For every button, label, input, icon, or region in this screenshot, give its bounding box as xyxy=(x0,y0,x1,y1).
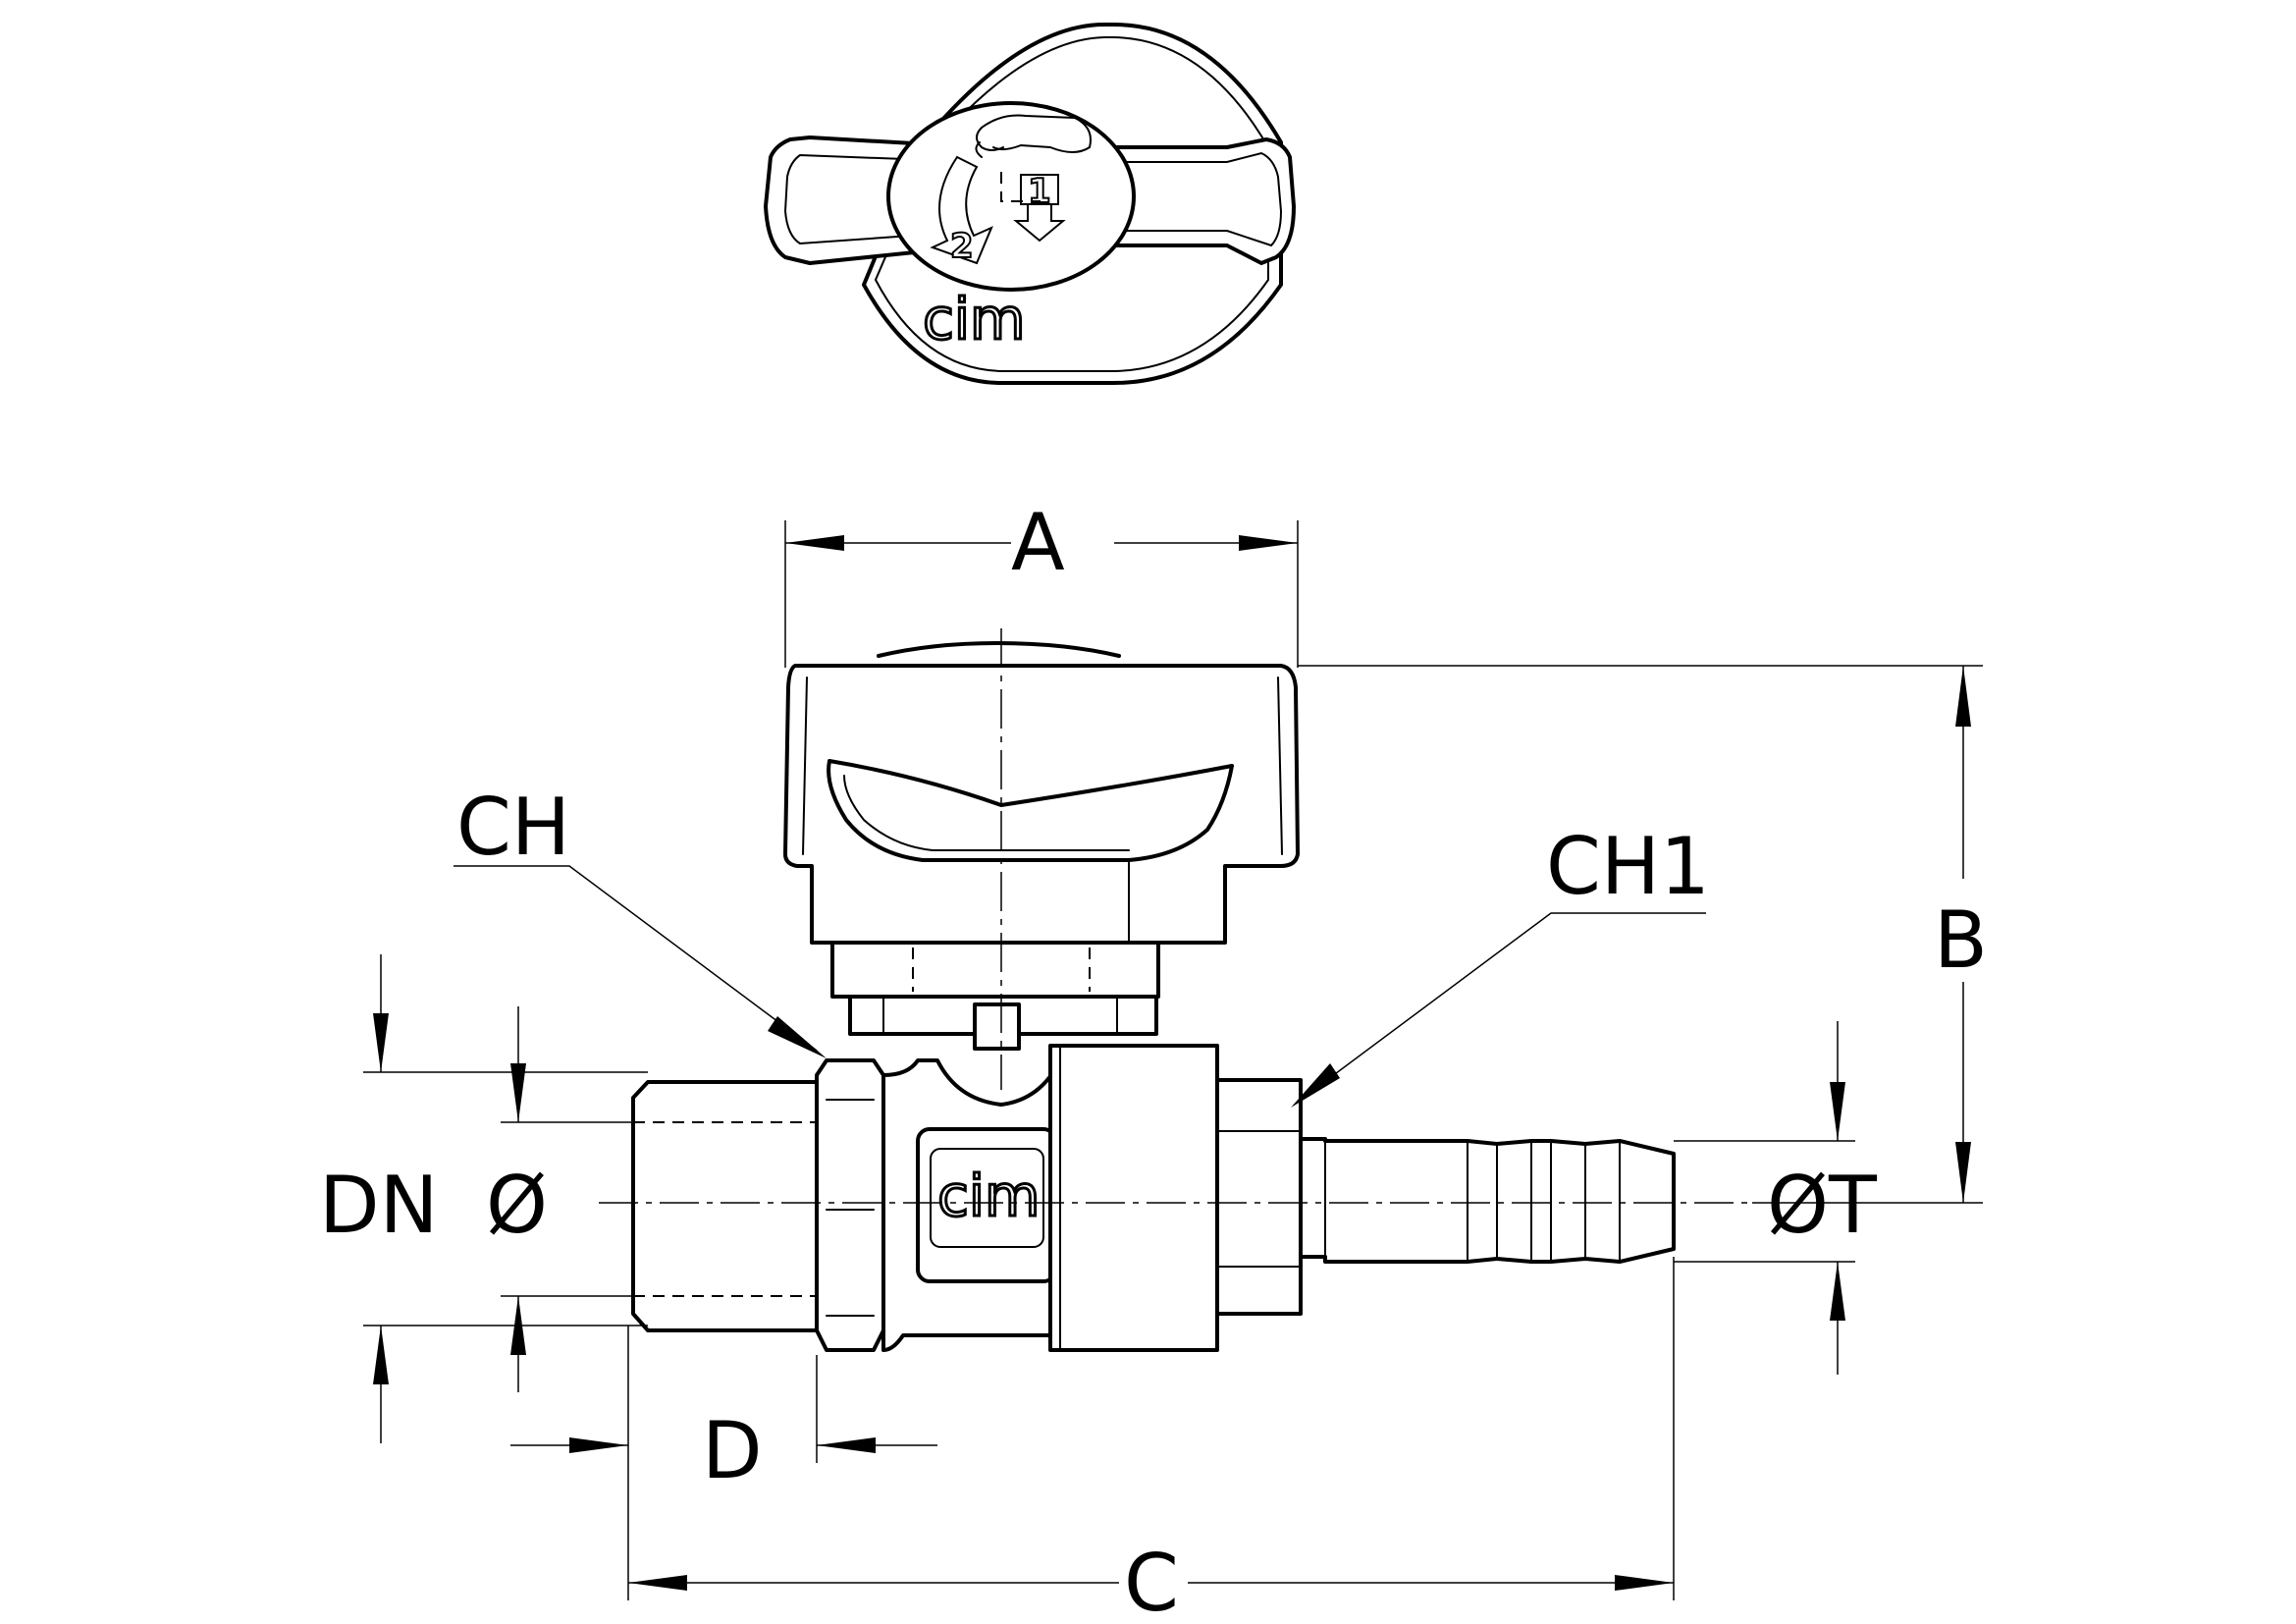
hand-icon xyxy=(981,114,1092,153)
dim-dn-arrow-top xyxy=(373,1013,389,1072)
handle-wings-inner xyxy=(783,151,1283,247)
ch-leader-line xyxy=(454,865,818,1052)
dimension-lines: A B C D DN Ø xyxy=(319,497,1988,1624)
handle-knob-inner-left xyxy=(802,677,808,855)
dim-dn-label: DN xyxy=(319,1160,438,1251)
dim-t-arrow-top xyxy=(1830,1082,1845,1141)
dim-a-label: A xyxy=(1011,497,1065,588)
dim-a-arrow-right xyxy=(1239,535,1298,551)
left-threaded-end xyxy=(631,1080,828,1332)
dim-c-arrow-left xyxy=(628,1575,687,1591)
rotate-arrow-icon xyxy=(930,155,993,265)
dim-d-label: D xyxy=(702,1405,763,1496)
body-collar xyxy=(1048,1044,1219,1352)
dim-d-arrow-left xyxy=(569,1437,628,1453)
handle-hidden-detail xyxy=(1000,172,1041,202)
ch-leader-arrow xyxy=(768,1016,827,1058)
dim-t-label: ØT xyxy=(1767,1160,1878,1251)
dim-b-label: B xyxy=(1934,894,1988,986)
hex-nut-ch1 xyxy=(1215,1078,1303,1316)
stem-base-tabs xyxy=(882,996,1118,1035)
handle-grip-recess xyxy=(827,759,1234,862)
dim-inner-diameter-arrow-bottom xyxy=(510,1296,526,1355)
dim-b-arrow-top xyxy=(1955,666,1971,727)
hose-barb xyxy=(1299,1137,1676,1264)
handle-top-view: 1 2 cim xyxy=(764,23,1296,385)
handle-top-dome xyxy=(877,641,1121,658)
dim-inner-diameter-arrow-top xyxy=(510,1063,526,1122)
dim-d-arrow-right xyxy=(817,1437,876,1453)
body-logo-plate-inner xyxy=(930,1148,1044,1248)
dim-c-label: C xyxy=(1124,1538,1179,1624)
ch1-label: CH1 xyxy=(1546,821,1710,912)
hex-nut-ch1-faces xyxy=(1216,1130,1302,1268)
hand-fingers-icon xyxy=(975,127,1004,158)
handle-brand-logo: cim xyxy=(923,286,1026,352)
dim-t-arrow-bottom xyxy=(1830,1262,1845,1321)
dim-inner-diameter-label: Ø xyxy=(486,1160,548,1251)
push-step-number: 1 xyxy=(1028,172,1051,211)
handle-grip-inner xyxy=(843,775,1130,851)
body-brand-logo: cim xyxy=(937,1163,1041,1229)
ch-label: CH xyxy=(456,782,570,873)
dim-a-arrow-left xyxy=(785,535,844,551)
valve-side-view: cim xyxy=(599,628,1752,1352)
dim-dn-arrow-bottom xyxy=(373,1326,389,1384)
handle-neck-hidden xyxy=(912,947,1091,992)
dim-c-arrow-right xyxy=(1615,1575,1674,1591)
ch1-leader-arrow xyxy=(1291,1063,1340,1108)
hex-nut-ch-faces xyxy=(826,1099,875,1317)
stem-nut xyxy=(973,1002,1021,1051)
rotate-step-number: 2 xyxy=(950,227,974,266)
handle-center-oval xyxy=(886,101,1136,292)
hose-barb-ridges xyxy=(1324,1140,1621,1263)
ch1-leader-line xyxy=(1300,912,1706,1101)
handle-neck xyxy=(830,941,1160,999)
handle-cap-outline xyxy=(862,23,1283,385)
push-step-box xyxy=(1020,174,1059,205)
handle-knob-inner-right xyxy=(1277,677,1283,855)
hex-nut-ch xyxy=(815,1058,885,1352)
push-arrow-icon xyxy=(1013,203,1066,243)
dim-b-arrow-bottom xyxy=(1955,1142,1971,1203)
